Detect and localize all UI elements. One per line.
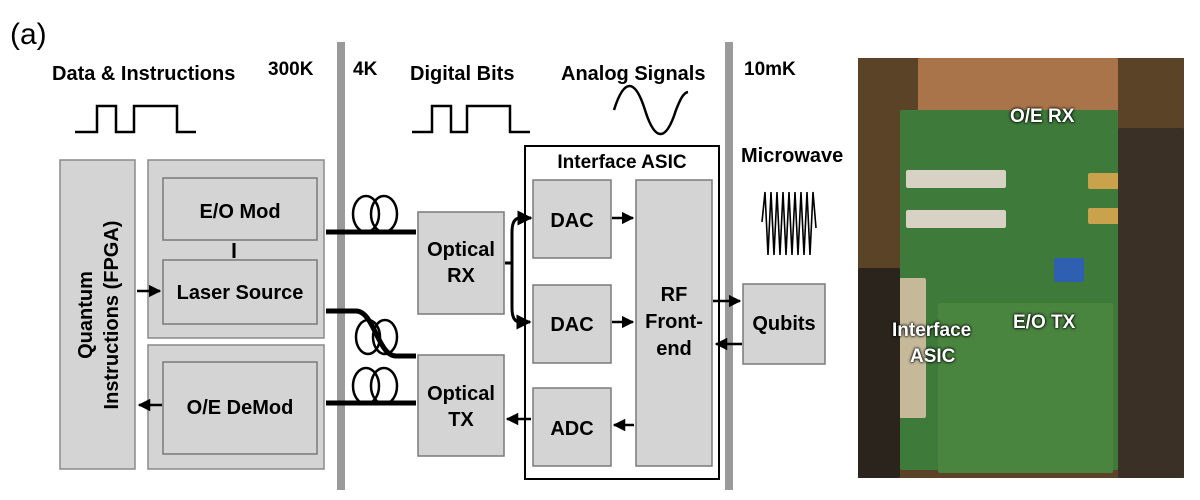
divider-4k (337, 42, 345, 490)
optical-rx-label-2: RX (447, 265, 475, 287)
hardware-photo: O/E RX E/O TX Interface ASIC (858, 58, 1184, 478)
digital-bits-heading: Digital Bits (410, 63, 514, 85)
photo-eo-tx-label: E/O TX (1013, 312, 1076, 333)
adc-label: ADC (550, 418, 593, 440)
analog-signals-heading: Analog Signals (561, 63, 705, 85)
connector-strip (898, 278, 926, 418)
optical-rx-label-1: Optical (427, 239, 495, 261)
dark-frame (858, 268, 900, 478)
fiber-connector (906, 210, 1006, 228)
photo-asic-label-2: ASIC (910, 346, 956, 367)
microwave-heading: Microwave (741, 145, 843, 167)
fiber-connector (906, 170, 1006, 188)
photo-oe-rx-label: O/E RX (1010, 106, 1075, 127)
dac-label-2: DAC (550, 314, 593, 336)
optical-tx-block (417, 354, 505, 457)
divider-10mk (725, 42, 733, 490)
microwave-wave-icon (761, 191, 817, 256)
fpga-block (59, 159, 136, 470)
optical-tx-label-2: TX (448, 409, 474, 431)
temp-300k-label: 300K (268, 59, 314, 80)
rf-frontend-block (635, 179, 713, 467)
rf-label-3: end (656, 338, 692, 360)
oe-demod-block (162, 361, 318, 455)
qubits-label: Qubits (752, 313, 815, 335)
dac-block-2 (532, 284, 612, 364)
digital-pulse-icon (412, 104, 530, 134)
rf-label-1: RF (661, 284, 688, 306)
chip-component (1054, 258, 1084, 282)
fpga-label-line2: Instructions (FPGA) (101, 221, 123, 410)
qubits-block (742, 283, 826, 365)
laser-source-block (162, 259, 318, 325)
fiber-laser-link (326, 308, 416, 359)
panel-label: (a) (10, 18, 47, 51)
laser-source-label: Laser Source (177, 282, 304, 304)
interface-asic-title: Interface ASIC (557, 152, 686, 173)
digital-pulse-icon (75, 104, 196, 134)
fiber-tx-link (326, 366, 416, 406)
dac-label-1: DAC (550, 210, 593, 232)
fiber-rx-link (326, 194, 416, 235)
fpga-label-line1: Quantum (75, 271, 97, 359)
dac-block-1 (532, 179, 612, 259)
sine-wave-icon (612, 85, 689, 135)
system-diagram: (a) 300K 4K 10mK Data & Instructions Dig… (10, 18, 843, 490)
rf-label-2: Front- (645, 311, 703, 333)
data-instructions-heading: Data & Instructions (52, 63, 235, 85)
photo-asic-label-1: Interface (892, 320, 972, 341)
optical-tx-label-1: Optical (427, 383, 495, 405)
pcb-board-lower (938, 303, 1113, 473)
temp-4k-label: 4K (353, 59, 378, 80)
temp-10mk-label: 10mK (744, 59, 796, 80)
eo-mod-block (162, 177, 318, 241)
oe-demod-label: O/E DeMod (187, 397, 294, 419)
dark-frame (1118, 128, 1184, 478)
optical-rx-block (417, 211, 505, 315)
adc-block (532, 387, 612, 467)
eo-mod-label: E/O Mod (199, 201, 280, 223)
